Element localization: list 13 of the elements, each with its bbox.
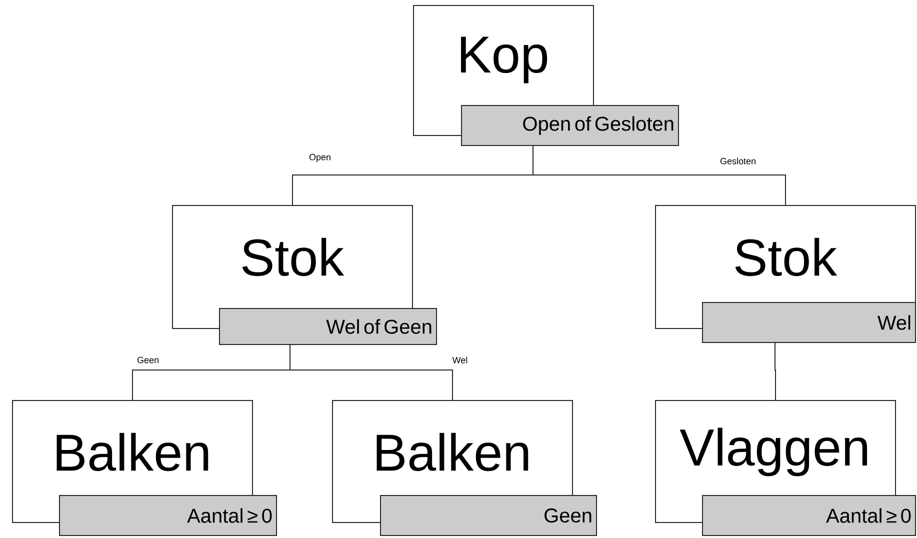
label-band: Geen [380,495,597,536]
connector-line [774,342,776,400]
connector-line [532,146,786,206]
edge-label: Open [308,152,332,164]
label-band: Aantal ≥ 0 [59,495,277,536]
edge-label: Gesloten [719,156,758,166]
label-band: Aantal ≥ 0 [702,495,916,536]
label-band: Wel of Geen [219,308,437,345]
label-band: Open of Gesloten [461,105,679,146]
edge-label: Wel [451,356,469,364]
label-band: Wel [702,302,916,343]
edge-label: Geen [136,356,160,364]
connector-line [290,344,453,400]
